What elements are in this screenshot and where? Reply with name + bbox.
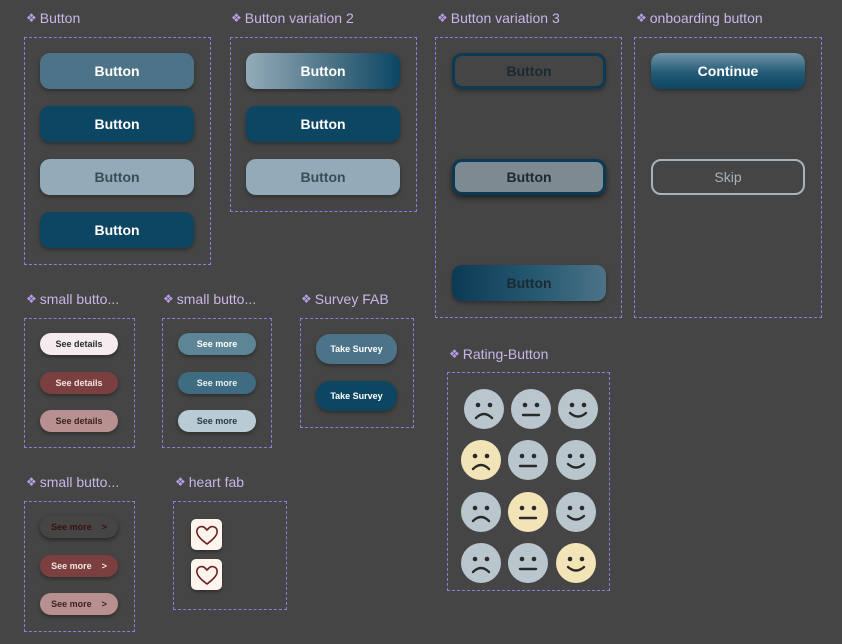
see-more-chevron-button[interactable]: See more > bbox=[40, 555, 118, 577]
heart-fab-button[interactable] bbox=[191, 519, 222, 550]
button-frame bbox=[24, 37, 211, 265]
diamond-component-icon: ❖ bbox=[301, 292, 312, 306]
small-button-2-frame bbox=[162, 318, 272, 448]
component-label-button-variation-3: ❖Button variation 3 bbox=[437, 10, 560, 26]
happy-face-icon[interactable] bbox=[555, 491, 597, 533]
diamond-component-icon: ❖ bbox=[636, 11, 647, 25]
see-more-button[interactable]: See more bbox=[178, 410, 256, 432]
see-more-button[interactable]: See more bbox=[178, 333, 256, 355]
diamond-component-icon: ❖ bbox=[231, 11, 242, 25]
component-label-small-button-2: ❖small butto... bbox=[163, 291, 257, 307]
sad-face-icon[interactable] bbox=[460, 542, 502, 584]
see-more-label: See more bbox=[51, 599, 92, 609]
see-more-button[interactable]: See more bbox=[178, 372, 256, 394]
button-pressed[interactable]: Button bbox=[40, 106, 194, 142]
sad-face-icon[interactable] bbox=[460, 491, 502, 533]
neutral-face-icon[interactable] bbox=[507, 491, 549, 533]
heart-outline-icon bbox=[195, 565, 218, 585]
take-survey-button[interactable]: Take Survey bbox=[316, 334, 397, 364]
small-button-1-frame bbox=[24, 318, 135, 448]
component-label-small-button-1: ❖small butto... bbox=[26, 291, 120, 307]
diamond-component-icon: ❖ bbox=[449, 347, 460, 361]
see-more-label: See more bbox=[51, 561, 92, 571]
component-label-heart-fab: ❖heart fab bbox=[175, 474, 245, 490]
take-survey-button[interactable]: Take Survey bbox=[316, 381, 397, 411]
see-details-button[interactable]: See details bbox=[40, 333, 118, 355]
neutral-face-icon[interactable] bbox=[507, 542, 549, 584]
small-button-3-frame bbox=[24, 501, 135, 632]
see-more-label: See more bbox=[51, 522, 92, 532]
button-variation-2-frame bbox=[230, 37, 417, 212]
onboarding-button-frame bbox=[634, 37, 822, 318]
diamond-component-icon: ❖ bbox=[26, 292, 37, 306]
heart-outline-icon bbox=[195, 525, 218, 545]
see-more-chevron-button[interactable]: See more > bbox=[40, 593, 118, 615]
button-disabled[interactable]: Button bbox=[246, 159, 400, 195]
button-gradient-dark[interactable]: Button bbox=[452, 265, 606, 301]
diamond-component-icon: ❖ bbox=[437, 11, 448, 25]
heart-fab-frame bbox=[173, 501, 287, 610]
diamond-component-icon: ❖ bbox=[26, 11, 37, 25]
skip-button[interactable]: Skip bbox=[651, 159, 805, 195]
happy-face-icon[interactable] bbox=[555, 542, 597, 584]
button-disabled[interactable]: Button bbox=[40, 159, 194, 195]
diamond-component-icon: ❖ bbox=[175, 475, 186, 489]
chevron-right-icon: > bbox=[101, 522, 107, 532]
rating-button-frame bbox=[447, 372, 610, 591]
button-outline-pressed[interactable]: Button bbox=[452, 159, 606, 195]
heart-fab-button[interactable] bbox=[191, 559, 222, 590]
see-details-button[interactable]: See details bbox=[40, 410, 118, 432]
neutral-face-icon[interactable] bbox=[507, 439, 549, 481]
happy-face-icon[interactable] bbox=[557, 388, 599, 430]
button-gradient[interactable]: Button bbox=[246, 53, 400, 89]
chevron-right-icon: > bbox=[101, 599, 107, 609]
component-label-small-button-3: ❖small butto... bbox=[26, 474, 120, 490]
see-details-button[interactable]: See details bbox=[40, 372, 118, 394]
button-active[interactable]: Button bbox=[40, 212, 194, 248]
button-outline[interactable]: Button bbox=[452, 53, 606, 89]
sad-face-icon[interactable] bbox=[463, 388, 505, 430]
neutral-face-icon[interactable] bbox=[510, 388, 552, 430]
continue-button[interactable]: Continue bbox=[651, 53, 805, 89]
component-label-button-variation-2: ❖Button variation 2 bbox=[231, 10, 354, 26]
component-label-survey-fab: ❖Survey FAB bbox=[301, 291, 389, 307]
button-variation-3-frame bbox=[435, 37, 622, 318]
diamond-component-icon: ❖ bbox=[163, 292, 174, 306]
happy-face-icon[interactable] bbox=[555, 439, 597, 481]
diamond-component-icon: ❖ bbox=[26, 475, 37, 489]
component-label-onboarding-button: ❖onboarding button bbox=[636, 10, 763, 26]
button-default[interactable]: Button bbox=[40, 53, 194, 89]
chevron-right-icon: > bbox=[101, 561, 107, 571]
component-label-rating-button: ❖Rating-Button bbox=[449, 346, 549, 362]
sad-face-icon[interactable] bbox=[460, 439, 502, 481]
component-label-button: ❖Button bbox=[26, 10, 81, 26]
survey-fab-frame bbox=[300, 318, 414, 428]
see-more-chevron-button[interactable]: See more > bbox=[40, 516, 118, 538]
button-pressed[interactable]: Button bbox=[246, 106, 400, 142]
